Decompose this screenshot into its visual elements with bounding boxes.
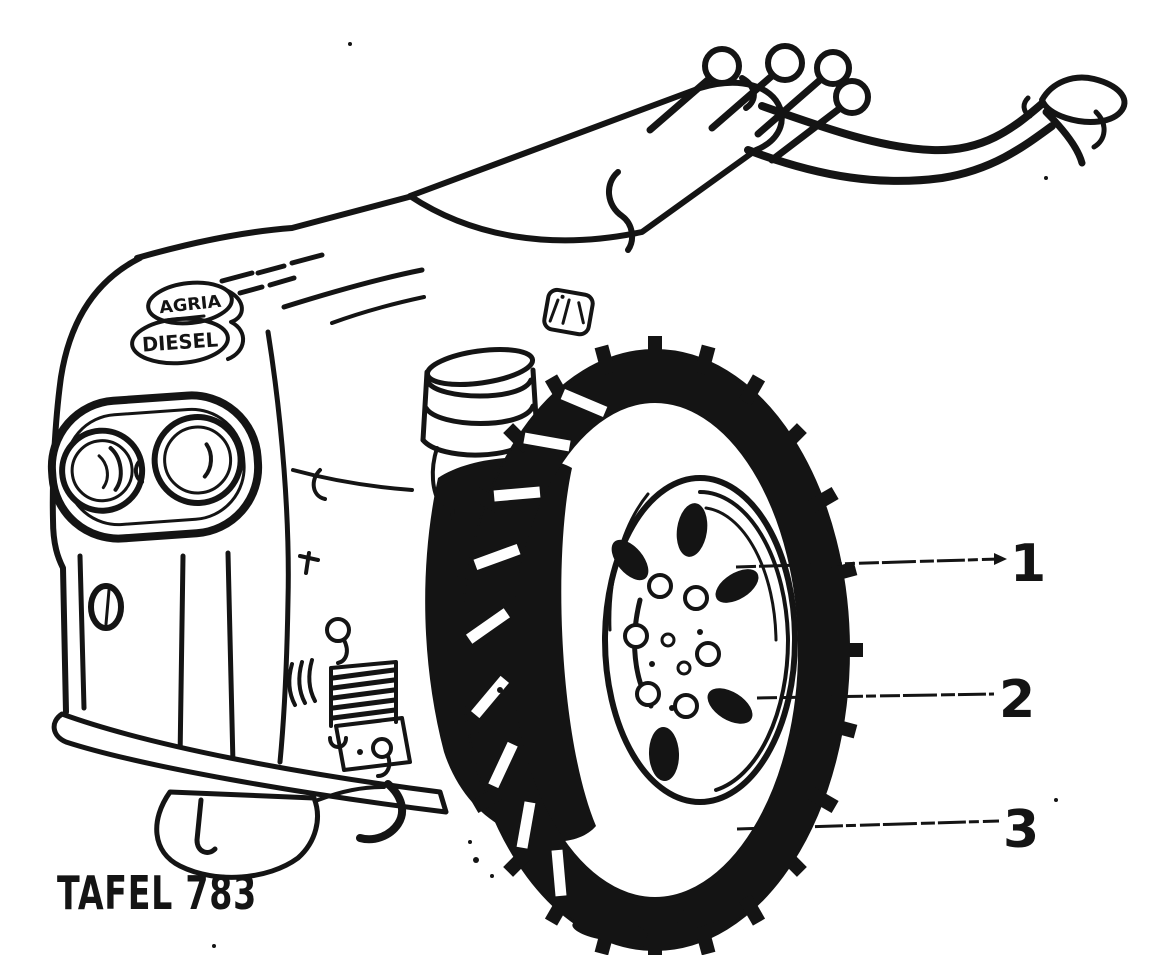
- tractor-body: AGRIA DIESEL: [47, 43, 1128, 880]
- cooling-fins: [329, 660, 398, 728]
- callout-1: 1: [735, 534, 1046, 594]
- callout-2-number: 2: [999, 670, 1035, 730]
- lever-knob: [814, 49, 852, 87]
- lever-knob: [702, 46, 742, 86]
- skid-foot: [154, 785, 386, 880]
- callout-1-number: 1: [1010, 534, 1046, 594]
- crank-hole: [88, 583, 124, 631]
- vent-slits: [287, 658, 317, 707]
- callout-2: 2: [756, 670, 1035, 730]
- badge-line2: DIESEL: [141, 327, 219, 356]
- headlight-left: [59, 427, 146, 514]
- handlebar: [744, 74, 1128, 185]
- handlebar-grip: [1039, 74, 1128, 125]
- rim-cutouts: [611, 503, 759, 781]
- hood-emblem: [542, 287, 595, 337]
- callout-2-leader: [756, 692, 995, 700]
- callout-3: 3: [736, 800, 1039, 860]
- callout-3-leader: [736, 819, 1000, 831]
- hub-bolts: [623, 573, 721, 719]
- undercarriage-details: [328, 716, 412, 844]
- column-bracket: [606, 169, 636, 253]
- engine: [287, 347, 540, 728]
- headlight-right: [151, 414, 244, 507]
- plate-label: TAFEL 783: [57, 866, 257, 920]
- lever-knob: [833, 78, 871, 116]
- badge-line1: AGRIA: [158, 292, 223, 318]
- bumper-bar: [51, 711, 449, 815]
- steering-column: [407, 79, 785, 244]
- engine-fittings: [298, 468, 351, 665]
- mud-marks: [572, 906, 726, 943]
- wheel: [212, 42, 1058, 955]
- air-filter: [420, 347, 540, 531]
- hood: [49, 191, 426, 765]
- clutch-lever: [1042, 108, 1086, 167]
- tire-sidewall-band: [462, 353, 848, 947]
- brand-badge: AGRIA DIESEL: [130, 280, 245, 366]
- headlight-housing: [47, 391, 263, 543]
- rim: [602, 475, 798, 805]
- tread-grooves: [466, 388, 608, 897]
- control-levers: [646, 43, 871, 164]
- scan-speckles: [212, 42, 1058, 948]
- lever-knob: [765, 43, 805, 83]
- callout-1-leader: [735, 557, 1001, 569]
- callouts: 1 2 3: [735, 534, 1046, 860]
- front-panel: [77, 550, 236, 767]
- callout-3-number: 3: [1003, 800, 1039, 860]
